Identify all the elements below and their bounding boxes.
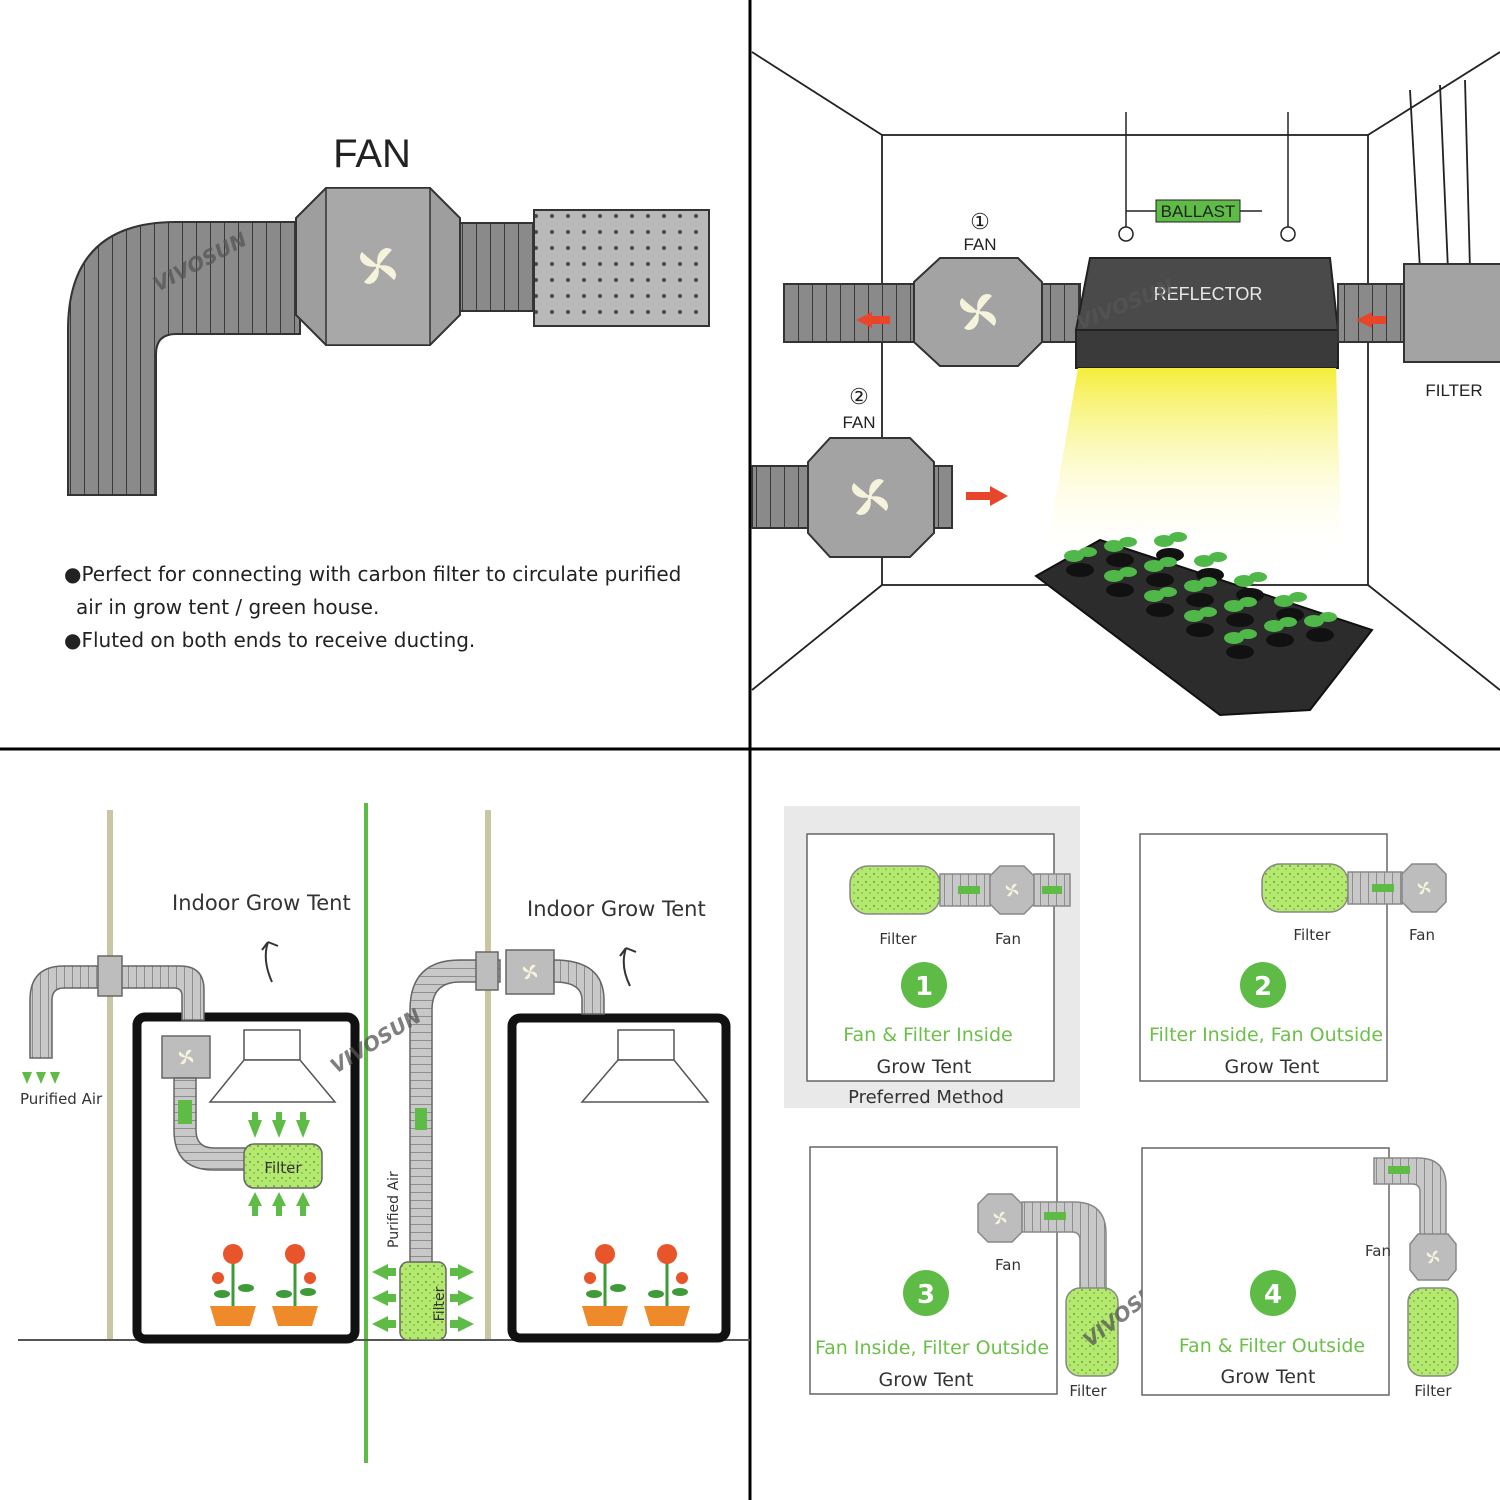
purified-air-arrows	[22, 1072, 60, 1084]
tent-left-filter	[243, 1143, 323, 1189]
panel1-title: FAN	[333, 132, 411, 176]
tent-left-plants	[210, 1244, 318, 1326]
method4-card: Fan Filter 4 Fan & Filter Outside Grow T…	[1141, 1147, 1459, 1400]
fan1-intake-duct	[783, 283, 915, 343]
method2-filter	[1261, 863, 1349, 913]
panel-tent-comparison: Indoor Grow Tent Filter Purified Air	[18, 803, 750, 1463]
method2-subtitle: Grow Tent	[1225, 1056, 1320, 1078]
method1-subtitle: Grow Tent	[877, 1056, 972, 1078]
center-green-divider	[364, 803, 368, 1463]
feature-bullets: ●Perfect for connecting with carbon filt…	[64, 558, 724, 657]
tent-right-lamp	[617, 1029, 675, 1061]
grow-light-beam	[1045, 368, 1342, 560]
preferred-method-note: Preferred Method	[848, 1087, 1004, 1108]
wall-post-left	[107, 810, 113, 1340]
tent-left-filter-label: Filter	[264, 1159, 302, 1177]
ballast-label: BALLAST	[1161, 202, 1236, 221]
method1-card: Filter Fan 1 Fan & Filter Inside Grow Te…	[806, 833, 1071, 1082]
filter-intake-arrows	[372, 1264, 474, 1332]
airflow-arrow-fan2	[990, 486, 1008, 506]
tent-right-arrow	[619, 947, 637, 987]
tent-left-title: Indoor Grow Tent	[172, 891, 351, 915]
bullet-item: ●Perfect for connecting with carbon filt…	[64, 562, 682, 586]
method3-fan-label: Fan	[995, 1256, 1021, 1274]
method1-badge	[901, 962, 947, 1008]
airflow-arrow-right	[1356, 312, 1372, 328]
fan1-number: ①	[970, 209, 990, 234]
bullet-item-continued: air in grow tent / green house.	[76, 595, 380, 619]
panel-room-setup: BALLAST ① FAN REFLECTOR FILTER ② FAN	[751, 51, 1500, 717]
method3-filter-label: Filter	[1069, 1382, 1107, 1400]
method2-title: Filter Inside, Fan Outside	[1149, 1024, 1383, 1046]
method3-number: 3	[917, 1280, 935, 1310]
method2-number: 2	[1254, 972, 1272, 1002]
method2-fan-label: Fan	[1409, 926, 1435, 944]
method3-subtitle: Grow Tent	[879, 1369, 974, 1391]
fluted-end	[459, 222, 536, 312]
tent-right-title: Indoor Grow Tent	[527, 897, 706, 921]
purified-air-label-left: Purified Air	[20, 1090, 103, 1108]
method2-badge	[1240, 962, 1286, 1008]
method3-card: Fan Filter 3 Fan Inside, Filter Outside …	[809, 1146, 1174, 1400]
method2-filter-label: Filter	[1293, 926, 1331, 944]
wall-post-right	[485, 810, 491, 1340]
bullet-item: ●Fluted on both ends to receive ducting.	[64, 628, 476, 652]
tent-right-filter-label: Filter	[432, 1286, 448, 1321]
wall-flange-left	[97, 955, 123, 997]
method1-number: 1	[915, 972, 933, 1002]
fan2-intake-duct	[751, 465, 809, 529]
method1-filter-label: Filter	[879, 930, 917, 948]
right-filter-duct	[409, 959, 501, 1269]
method1-title: Fan & Filter Inside	[843, 1024, 1012, 1046]
seedling-tray	[1034, 532, 1374, 717]
method4-title: Fan & Filter Outside	[1179, 1335, 1365, 1357]
method4-fan-label: Fan	[1365, 1242, 1391, 1260]
fan1-label: FAN	[963, 235, 996, 254]
method3-title: Fan Inside, Filter Outside	[815, 1337, 1049, 1359]
panel-setup-methods: Filter Fan 1 Fan & Filter Inside Grow Te…	[784, 806, 1459, 1400]
airflow-arrow-left	[856, 312, 872, 328]
tent-left-arrow	[261, 941, 279, 983]
carbon-filter-block	[533, 209, 710, 327]
method3-filter	[1065, 1287, 1119, 1377]
method2-card: Filter Fan 2 Filter Inside, Fan Outside …	[1139, 833, 1447, 1082]
tent-left-lamp	[243, 1029, 301, 1061]
method1-fan-label: Fan	[995, 930, 1021, 948]
filter-label: FILTER	[1425, 381, 1482, 400]
flex-duct-elbow	[67, 221, 301, 496]
reflector-label: REFLECTOR	[1154, 284, 1263, 304]
fan2-label: FAN	[842, 413, 875, 432]
wall-flange-right	[475, 951, 499, 991]
method4-number: 4	[1264, 1280, 1282, 1310]
fan2-number: ②	[849, 384, 869, 409]
method4-filter	[1407, 1287, 1459, 1377]
intake-arrows-left	[248, 1112, 310, 1216]
method4-subtitle: Grow Tent	[1221, 1366, 1316, 1388]
panel-fan-overview: FAN VIVOSUN	[67, 132, 710, 496]
tent-right-filter	[399, 1261, 447, 1341]
method4-badge	[1250, 1270, 1296, 1316]
method4-filter-label: Filter	[1414, 1382, 1452, 1400]
ballast-box	[1155, 199, 1241, 223]
room-walls	[751, 51, 1500, 691]
purified-air-label-vertical: Purified Air	[386, 1171, 402, 1248]
method3-badge	[903, 1270, 949, 1316]
filter-unit	[1403, 263, 1500, 363]
tent-right-plants	[582, 1244, 690, 1326]
method1-filter	[849, 865, 941, 915]
